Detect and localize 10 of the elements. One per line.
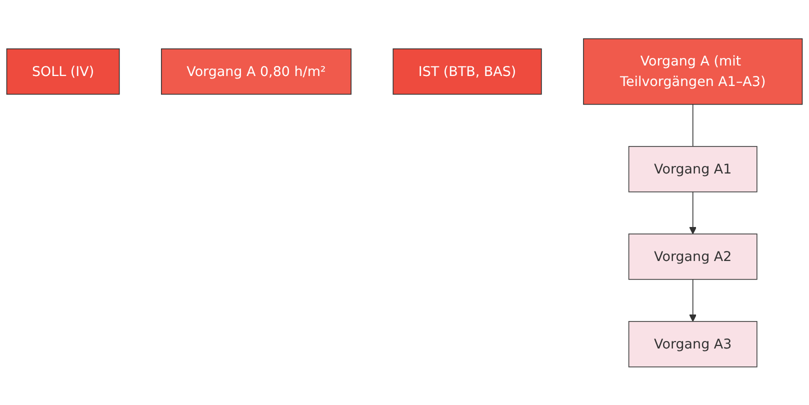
node-box: Vorgang A (mit Teilvorgängen A1–A3): [583, 38, 803, 104]
connector: [692, 104, 694, 147]
node-box: Vorgang A1: [628, 146, 758, 192]
arrow: [689, 278, 697, 322]
node-box: Vorgang A3: [628, 320, 758, 367]
node-box: Vorgang A 0,80 h/m²: [161, 48, 352, 94]
arrow: [689, 191, 697, 234]
node-box: IST (BTB, BAS): [392, 48, 542, 94]
node-box: SOLL (IV): [6, 48, 120, 94]
node-box: Vorgang A2: [628, 233, 758, 280]
